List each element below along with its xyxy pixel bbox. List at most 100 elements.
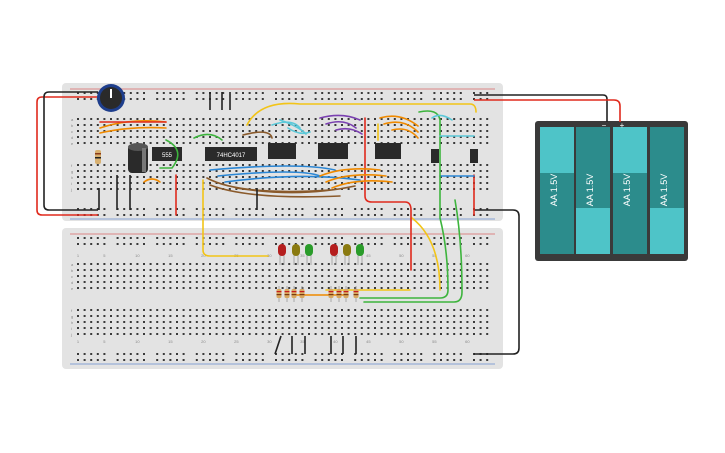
hole (202, 353, 205, 355)
hole (90, 124, 93, 126)
hole (400, 263, 403, 265)
driver-chip-3[interactable] (375, 143, 401, 159)
black-jumper[interactable] (274, 335, 282, 355)
jumper-wire[interactable] (193, 133, 223, 141)
jumper-wire[interactable] (242, 131, 273, 139)
jumper-wire[interactable] (335, 127, 363, 135)
hole (202, 281, 205, 283)
hole (202, 287, 205, 289)
jumper-wire[interactable] (331, 180, 393, 189)
led-resistor[interactable] (336, 289, 342, 298)
hole (281, 188, 284, 190)
timer-chip[interactable]: 555 (152, 147, 182, 161)
transistor-1[interactable] (431, 149, 439, 163)
battery-wire-black[interactable] (474, 94, 608, 122)
led-resistor[interactable] (328, 289, 334, 298)
jumper-wire[interactable] (209, 165, 336, 171)
led-resistors[interactable] (276, 286, 359, 302)
led-row[interactable] (278, 244, 364, 265)
led[interactable] (330, 244, 338, 256)
top-black-jumpers[interactable] (98, 92, 258, 210)
hole (486, 118, 489, 120)
electrolytic-capacitor[interactable] (128, 143, 148, 173)
led[interactable] (343, 244, 351, 256)
battery-wire-red[interactable] (474, 99, 621, 122)
ground-return-wire[interactable] (474, 209, 520, 355)
hole (176, 263, 178, 265)
driver-chip-1[interactable] (268, 143, 296, 159)
led-resistor[interactable] (353, 289, 359, 298)
jumper-wire[interactable] (359, 110, 449, 299)
hole (308, 269, 310, 271)
hole (136, 92, 139, 94)
led-resistor[interactable] (291, 289, 297, 298)
jumper-wire[interactable] (235, 185, 356, 194)
hole (420, 208, 423, 210)
transistor-2[interactable] (470, 149, 478, 163)
hole (400, 281, 403, 283)
jumper-wire[interactable] (143, 178, 161, 183)
hole (347, 315, 350, 317)
jumper-wire[interactable] (217, 171, 321, 177)
hole (189, 142, 192, 144)
battery-leads[interactable] (474, 94, 621, 355)
bottom-black-jumpers[interactable] (274, 335, 357, 355)
hole (446, 237, 449, 239)
jumper-wire[interactable] (325, 120, 357, 129)
jumper-wire[interactable] (202, 179, 269, 257)
jumper-wire[interactable] (319, 114, 361, 121)
jumper-wire[interactable] (159, 139, 179, 169)
driver-chip-2[interactable] (318, 143, 348, 159)
hole (413, 182, 416, 184)
hole (222, 309, 225, 311)
timing-resistor[interactable] (95, 150, 101, 164)
jumper-wires[interactable] (99, 102, 477, 303)
hole (83, 359, 86, 361)
led[interactable] (356, 244, 364, 256)
jumper-wire[interactable] (325, 174, 387, 183)
counter-chip[interactable]: 74HC4017 (205, 147, 257, 161)
led-resistor[interactable] (276, 289, 282, 298)
led[interactable] (292, 244, 300, 256)
jumper-wire[interactable] (391, 128, 419, 139)
potentiometer[interactable] (97, 84, 125, 112)
jumper-wire[interactable] (431, 114, 453, 121)
hole (341, 208, 343, 210)
jumper-wire[interactable] (379, 115, 419, 127)
led-resistor[interactable] (343, 289, 349, 298)
hole (334, 333, 337, 335)
jumper-wire[interactable] (319, 168, 381, 177)
hole (387, 333, 390, 335)
led-resistor[interactable] (299, 289, 305, 298)
jumper-wire[interactable] (246, 102, 477, 126)
jumper-wire[interactable] (364, 117, 412, 271)
hole (235, 315, 238, 317)
jumper-wire[interactable] (363, 199, 463, 303)
led[interactable] (305, 244, 313, 256)
hole (466, 281, 469, 283)
hole (169, 176, 172, 178)
jumper-wire[interactable] (209, 184, 341, 198)
jumper-wire[interactable] (411, 217, 441, 291)
jumper-wire[interactable] (99, 126, 167, 134)
left-wire-red[interactable] (36, 96, 98, 216)
hole (129, 353, 132, 355)
jumper-wire[interactable] (287, 127, 311, 135)
hole (156, 170, 159, 172)
hole (374, 263, 376, 265)
driver-chips[interactable] (268, 143, 478, 163)
left-wire-black[interactable] (43, 91, 98, 211)
jumper-wire[interactable] (271, 121, 301, 129)
jumper-wire[interactable] (224, 175, 361, 183)
jumper-wire[interactable] (383, 121, 419, 133)
hole (334, 275, 337, 277)
led[interactable] (278, 244, 286, 256)
hole (209, 287, 211, 289)
led-resistor[interactable] (284, 289, 290, 298)
left-power-wires[interactable] (36, 91, 98, 216)
hole (123, 243, 126, 245)
hole (215, 315, 218, 317)
hole (301, 269, 304, 271)
